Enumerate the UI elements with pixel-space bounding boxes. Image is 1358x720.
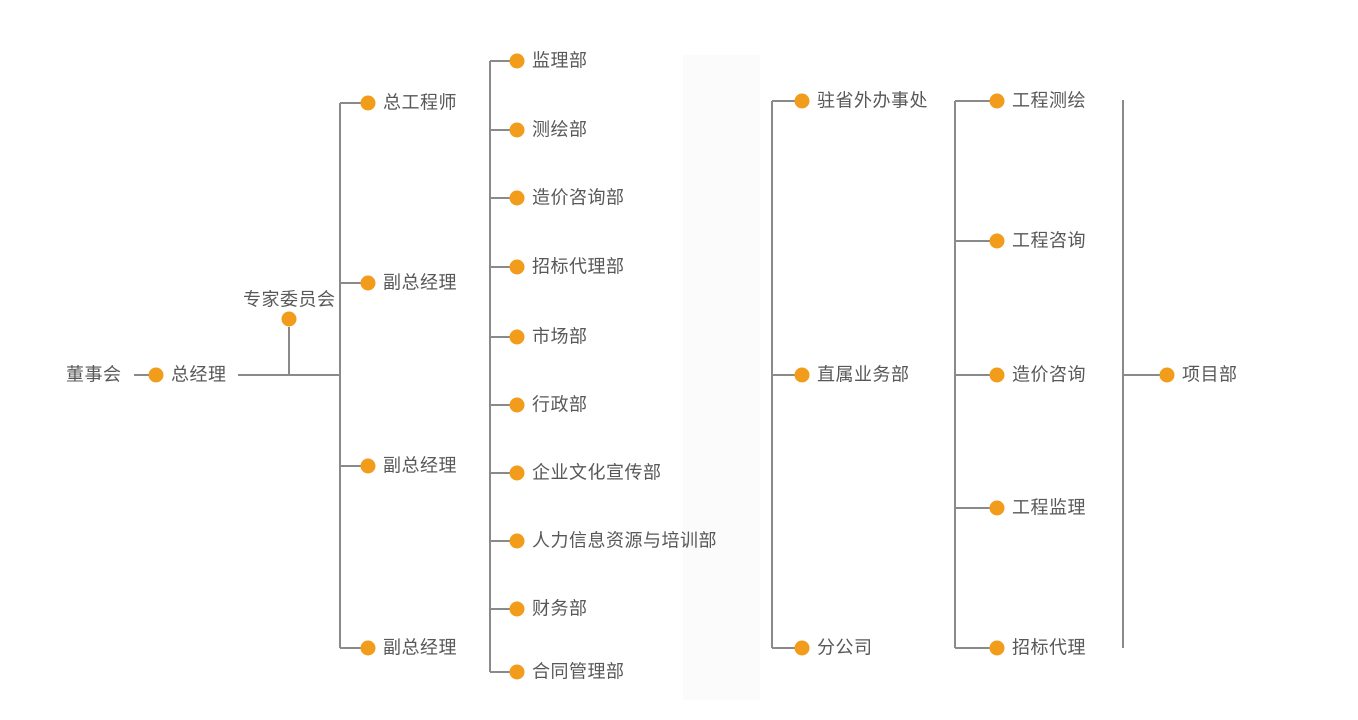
node-dot-icon (148, 367, 164, 383)
node-dot-icon (989, 93, 1005, 109)
node-dot-icon (509, 664, 525, 680)
node-dot-icon (509, 53, 525, 69)
org-node-label: 企业文化宣传部 (532, 462, 662, 483)
org-node-label: 财务部 (532, 598, 588, 619)
org-node-label: 工程咨询 (1012, 230, 1086, 251)
org-node-label: 市场部 (532, 326, 588, 347)
org-node-label: 造价咨询部 (532, 187, 625, 208)
node-dot-icon (509, 259, 525, 275)
org-node-label: 驻省外办事处 (817, 90, 928, 111)
expert-committee-label: 专家委员会 (243, 289, 336, 310)
node-dot-icon (509, 397, 525, 413)
org-node-label: 副总经理 (383, 637, 457, 658)
board-of-directors-label: 董事会 (66, 364, 122, 385)
node-dot-icon (509, 465, 525, 481)
node-dot-icon (989, 500, 1005, 516)
background-strip (683, 55, 760, 700)
node-dot-icon (989, 233, 1005, 249)
org-node-label: 工程测绘 (1012, 90, 1086, 111)
node-dot-icon (360, 275, 376, 291)
node-dot-icon (360, 458, 376, 474)
node-dot-icon (989, 640, 1005, 656)
org-node-label: 人力信息资源与培训部 (532, 530, 717, 551)
node-dot-icon (989, 367, 1005, 383)
org-node-label: 总经理 (171, 364, 227, 385)
node-dot-icon (509, 122, 525, 138)
node-dot-icon (509, 601, 525, 617)
org-node-label: 测绘部 (532, 119, 588, 140)
org-node-label: 副总经理 (383, 272, 457, 293)
org-node-label: 副总经理 (383, 455, 457, 476)
node-dot-icon (1159, 367, 1175, 383)
org-node-label: 行政部 (532, 394, 588, 415)
org-node-label: 直属业务部 (817, 364, 910, 385)
node-dot-icon (360, 95, 376, 111)
node-dot-icon (794, 640, 810, 656)
org-node-label: 工程监理 (1012, 497, 1086, 518)
node-dot-icon (794, 367, 810, 383)
org-node-label: 造价咨询 (1012, 364, 1086, 385)
node-dot-icon (794, 93, 810, 109)
node-dot-icon (509, 329, 525, 345)
expert-committee-dot-icon (281, 311, 297, 327)
org-node-label: 总工程师 (383, 92, 457, 113)
node-dot-icon (360, 640, 376, 656)
org-node-label: 招标代理 (1012, 637, 1086, 658)
org-node-label: 监理部 (532, 50, 588, 71)
org-node-label: 分公司 (817, 637, 873, 658)
org-node-label: 项目部 (1182, 364, 1238, 385)
org-node-label: 招标代理部 (532, 256, 625, 277)
node-dot-icon (509, 190, 525, 206)
node-dot-icon (509, 533, 525, 549)
org-node-label: 合同管理部 (532, 661, 625, 682)
